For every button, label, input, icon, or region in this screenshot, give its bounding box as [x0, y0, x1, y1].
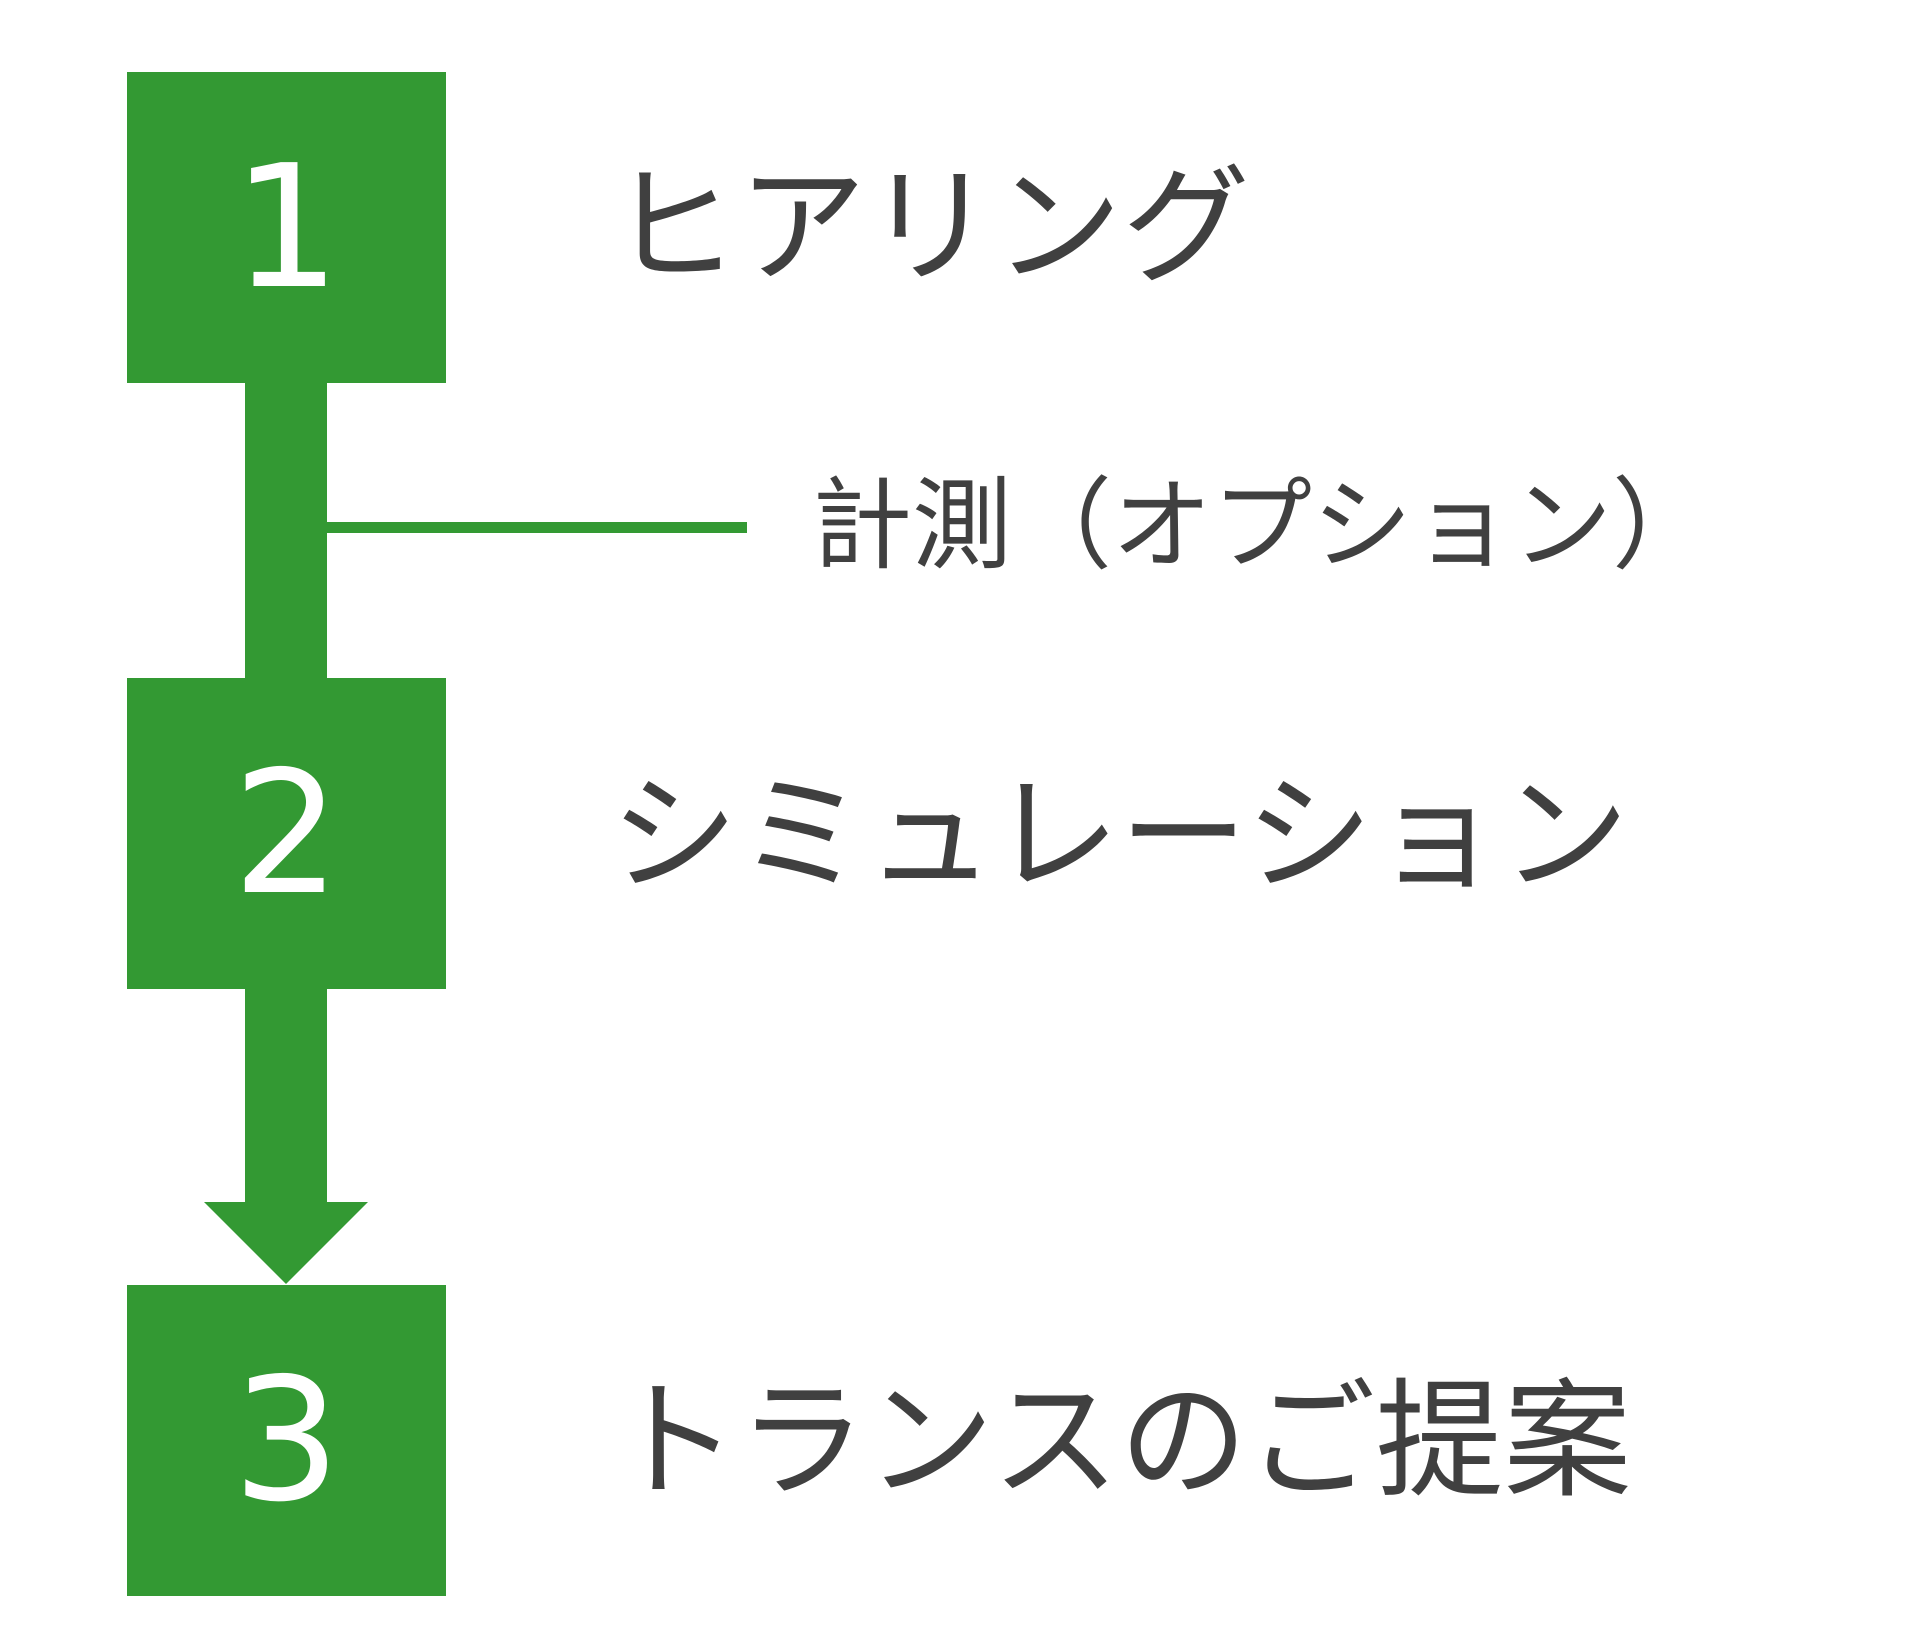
step-1-box: 1	[127, 72, 446, 383]
connector-2-3	[245, 985, 327, 1207]
step-2-number: 2	[232, 734, 341, 933]
step-2-label: シミュレーション	[610, 761, 1629, 910]
connector-1-2	[245, 380, 327, 680]
step-1-label: ヒアリング	[610, 153, 1251, 302]
step-1-number: 1	[232, 128, 341, 327]
branch-line	[327, 522, 747, 533]
step-2-box: 2	[127, 678, 446, 989]
step-3-label: トランスのご提案	[610, 1367, 1632, 1516]
step-3-number: 3	[232, 1341, 341, 1540]
arrow-head-icon	[204, 1202, 368, 1284]
branch-label: 計測（オプション）	[812, 467, 1712, 584]
step-3-box: 3	[127, 1285, 446, 1596]
